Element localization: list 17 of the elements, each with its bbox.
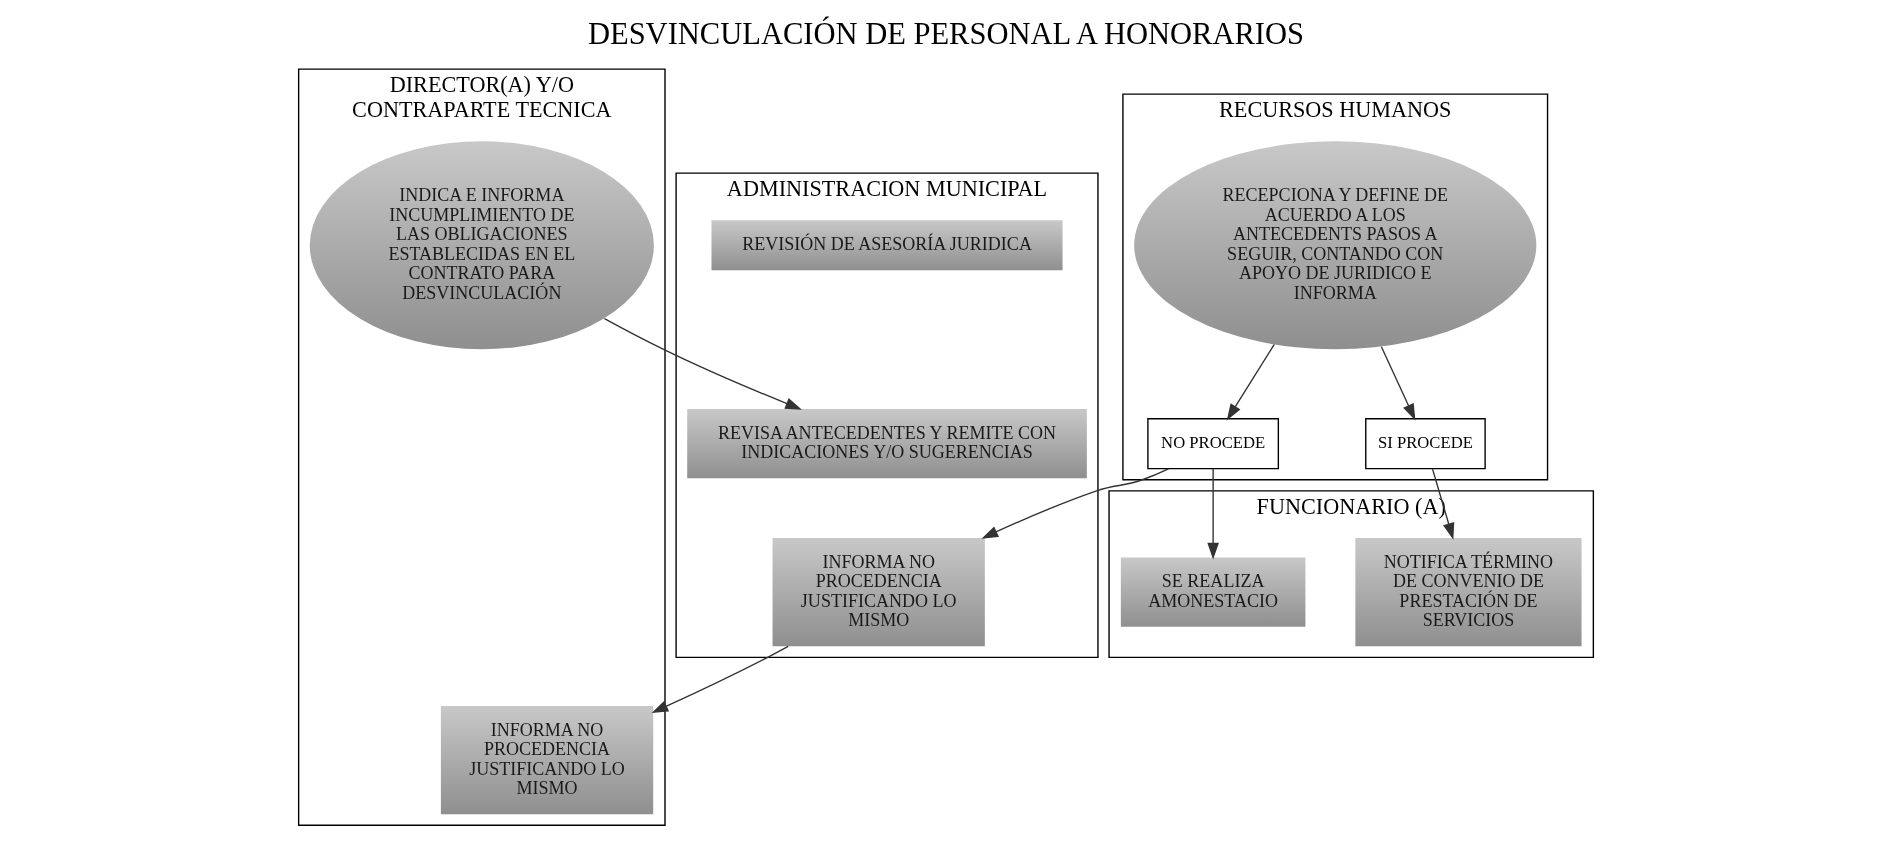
node-box: NO PROCEDE — [1146, 418, 1279, 470]
node-box: NOTIFICA TÉRMINO DE CONVENIO DE PRESTACIÓN DE SERVICIOS — [1354, 538, 1582, 647]
arrow — [603, 317, 802, 410]
arrow — [981, 468, 1169, 539]
arrow — [1226, 343, 1275, 421]
node-ellipse: RECEPCIONA Y DEFINE DE ACUERDO A LOS ANTECEDENTS PASOS A SEGUIR, CONTANDO CON APOYO DE JURIDICO E INFORMA — [1133, 141, 1536, 350]
arrow — [651, 645, 789, 714]
node-box: SI PROCEDE — [1364, 418, 1486, 470]
arrow — [1380, 346, 1415, 421]
node-box: SE REALIZA AMONESTACIO — [1120, 557, 1305, 627]
node-box: INFORMA NO PROCEDENCIA JUSTIFICANDO LO MISMO — [772, 538, 985, 647]
arrow — [1206, 468, 1219, 560]
node-box: REVISIÓN DE ASESORÍA JURIDICA — [711, 220, 1063, 271]
diagram-title: DESVINCULACIÓN DE PERSONAL A HONORARIOS — [587, 16, 1304, 51]
node-box: INFORMA NO PROCEDENCIA JUSTIFICANDO LO MISMO — [440, 705, 653, 815]
node-ellipse: INDICA E INFORMA INCUMPLIMIENTO DE LAS OBLIGACIONES ESTABLECIDAS EN EL CONTRATO PARA DESVINCULACIÓN — [309, 141, 654, 350]
node-box: REVISA ANTECEDENTES Y REMITE CON INDICACIONES Y/O SUGERENCIAS — [686, 409, 1087, 479]
